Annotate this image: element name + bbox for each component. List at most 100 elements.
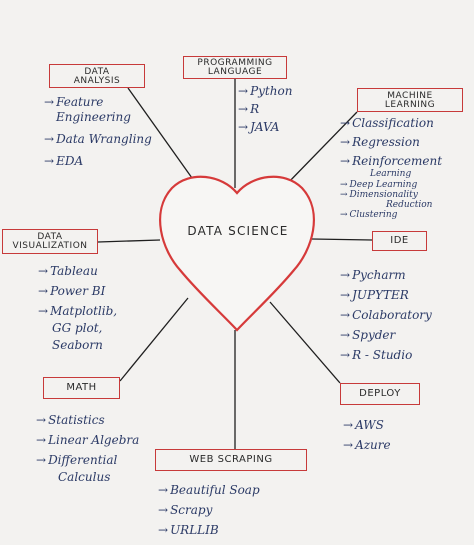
ide-list: →Pycharm →JUPYTER →Colaboratory →Spyder … xyxy=(340,268,432,363)
list-item: →Matplotlib, xyxy=(38,304,117,319)
deploy-list: →AWS →Azure xyxy=(343,418,391,453)
programming-language-box: PROGRAMMING LANGUAGE xyxy=(183,56,287,79)
connector-ide xyxy=(311,238,373,241)
arrow-icon: → xyxy=(340,288,351,302)
list-item: GG plot, xyxy=(38,321,117,336)
item-text: JAVA xyxy=(250,120,280,134)
item-text: Seaborn xyxy=(52,338,103,352)
item-text: Deep Learning xyxy=(349,180,418,190)
item-text: Clustering xyxy=(349,210,398,220)
ide-box: IDE xyxy=(372,231,427,251)
center-title: DATA SCIENCE xyxy=(187,224,289,238)
list-item: →Feature xyxy=(44,95,152,110)
arrow-icon: → xyxy=(36,433,47,447)
item-text: Learning xyxy=(370,169,412,179)
arrow-icon: → xyxy=(340,308,351,322)
list-item: →Spyder xyxy=(340,328,432,343)
arrow-icon: → xyxy=(340,180,348,190)
list-item: →Scrapy xyxy=(158,503,260,518)
item-text: Matplotlib, xyxy=(50,304,118,318)
item-text: Differential xyxy=(48,453,118,467)
item-text: Dimensionality xyxy=(349,190,418,200)
arrow-icon: → xyxy=(36,413,47,427)
item-text: Power BI xyxy=(50,284,106,298)
arrow-icon: → xyxy=(44,95,55,109)
item-text: Tableau xyxy=(50,264,98,278)
item-text: Colaboratory xyxy=(352,308,432,322)
item-text: JUPYTER xyxy=(352,288,409,302)
item-text: GG plot, xyxy=(52,321,103,335)
item-text: Regression xyxy=(352,135,420,149)
item-text: Statistics xyxy=(48,413,105,427)
list-item: →AWS xyxy=(343,418,391,433)
list-item: Seaborn xyxy=(38,338,117,353)
list-item: Learning xyxy=(340,169,442,179)
arrow-icon: → xyxy=(340,268,351,282)
data-analysis-title-line-1: DATA xyxy=(84,67,110,77)
list-item: →Differential xyxy=(36,453,139,468)
arrow-icon: → xyxy=(343,418,354,432)
item-text: Data Wrangling xyxy=(56,132,152,146)
item-text: Linear Algebra xyxy=(48,433,140,447)
arrow-icon: → xyxy=(340,210,348,220)
item-text: EDA xyxy=(56,154,84,168)
arrow-icon: → xyxy=(340,328,351,342)
item-text: Calculus xyxy=(58,470,111,484)
list-item: →URLLIB xyxy=(158,523,260,538)
data-analysis-box: DATA ANALYSIS xyxy=(49,64,145,88)
web-scraping-box: WEB SCRAPING xyxy=(155,449,307,471)
arrow-icon: → xyxy=(158,483,169,497)
list-item: →JUPYTER xyxy=(340,288,432,303)
arrow-icon: → xyxy=(44,132,55,146)
arrow-icon: → xyxy=(158,503,169,517)
item-text: Azure xyxy=(355,438,391,452)
arrow-icon: → xyxy=(340,348,351,362)
item-text: Pycharm xyxy=(352,268,406,282)
arrow-icon: → xyxy=(38,304,49,318)
math-box: MATH xyxy=(43,377,120,399)
connector-math xyxy=(119,297,189,382)
list-item: →R - Studio xyxy=(340,348,432,363)
arrow-icon: → xyxy=(38,264,49,278)
item-text: Classification xyxy=(352,116,434,130)
list-item: →Power BI xyxy=(38,284,117,299)
data-visualization-list: →Tableau →Power BI →Matplotlib, GG plot,… xyxy=(38,264,117,353)
list-item: →Linear Algebra xyxy=(36,433,139,448)
item-text: Python xyxy=(250,84,293,98)
list-item: →Dimensionality xyxy=(340,190,442,200)
machine-learning-box: MACHINE LEARNING xyxy=(357,88,463,112)
item-text: Reinforcement xyxy=(352,154,443,168)
programming-language-title-line-1: PROGRAMMING xyxy=(197,58,273,68)
arrow-icon: → xyxy=(340,116,351,130)
math-title: MATH xyxy=(66,382,97,393)
list-item: →EDA xyxy=(44,154,152,169)
item-text: R xyxy=(250,102,260,116)
arrow-icon: → xyxy=(343,438,354,452)
list-item: →Statistics xyxy=(36,413,139,428)
arrow-icon: → xyxy=(238,84,249,98)
heart-shape xyxy=(159,175,315,332)
web-scraping-title: WEB SCRAPING xyxy=(189,454,273,465)
machine-learning-title-line-2: LEARNING xyxy=(384,100,436,110)
arrow-icon: → xyxy=(158,523,169,537)
list-item: →Classification xyxy=(340,116,442,131)
list-item: →Beautiful Soap xyxy=(158,483,260,498)
web-scraping-list: →Beautiful Soap →Scrapy →URLLIB xyxy=(158,483,260,538)
item-text: Beautiful Soap xyxy=(170,483,260,497)
list-item: Reduction xyxy=(340,200,442,210)
arrow-icon: → xyxy=(36,453,47,467)
list-item: →Pycharm xyxy=(340,268,432,283)
data-visualization-title-line-2: VISUALIZATION xyxy=(12,241,88,251)
arrow-icon: → xyxy=(44,154,55,168)
machine-learning-list: →Classification →Regression →Reinforceme… xyxy=(340,116,442,220)
math-list: →Statistics →Linear Algebra →Differentia… xyxy=(36,413,139,485)
data-analysis-title-line-2: ANALYSIS xyxy=(73,76,121,86)
list-item: →Deep Learning xyxy=(340,180,442,190)
data-analysis-list: →Feature Engineering →Data Wrangling →ED… xyxy=(44,95,152,169)
arrow-icon: → xyxy=(238,120,249,134)
item-text: AWS xyxy=(355,418,384,432)
arrow-icon: → xyxy=(340,135,351,149)
connector-data-analysis xyxy=(127,87,193,179)
connector-data-visualization xyxy=(97,239,161,243)
